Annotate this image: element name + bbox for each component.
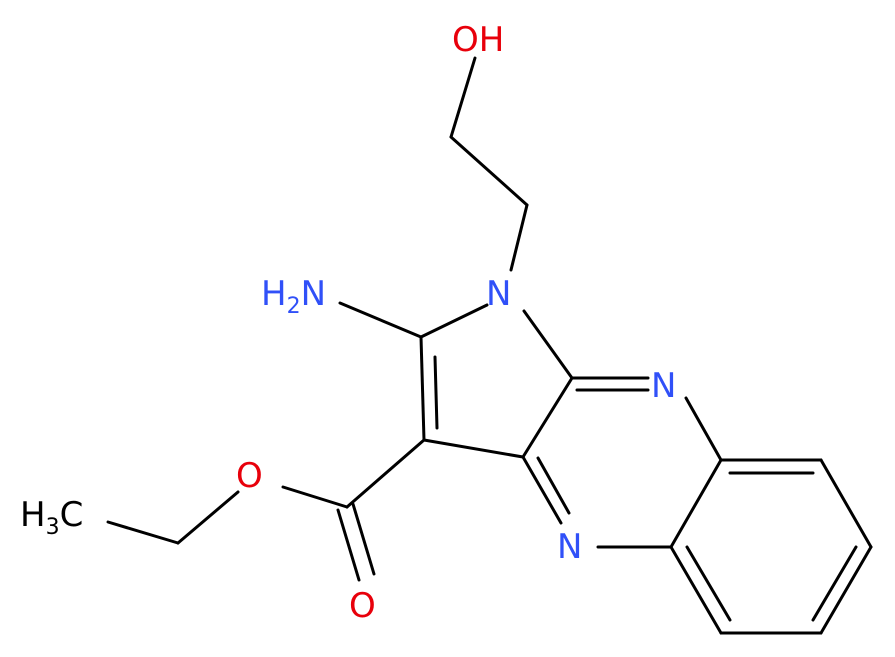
bond <box>811 545 858 622</box>
bond <box>419 303 489 339</box>
bond <box>176 490 240 545</box>
amino-label: H2N <box>261 274 326 319</box>
bond <box>669 458 723 549</box>
amino-n: N <box>301 274 326 314</box>
bond <box>345 438 426 509</box>
methyl-subscript: 3 <box>46 515 60 540</box>
bond <box>449 135 529 207</box>
bond <box>419 335 426 442</box>
bond <box>449 56 477 139</box>
ring-nitrogen-3: N <box>557 527 582 567</box>
carbonyl-oxygen-label: O <box>349 586 376 626</box>
bond <box>685 545 732 622</box>
bonds <box>106 56 873 635</box>
bond <box>536 456 571 515</box>
bond <box>522 309 574 380</box>
ring-nitrogen-2: N <box>651 366 676 406</box>
bond <box>281 485 349 509</box>
methyl-c: C <box>60 495 84 535</box>
bond <box>338 301 423 339</box>
amino-subscript: 2 <box>287 294 301 319</box>
ester-oxygen-label: O <box>236 456 263 496</box>
bond <box>521 455 563 525</box>
hydroxyl-label: OH <box>452 20 504 60</box>
bond <box>336 508 361 582</box>
bond <box>351 502 376 576</box>
atom-labels: OH H2N N N N O O H3C <box>20 20 676 626</box>
bond <box>819 458 873 549</box>
bond <box>509 203 529 272</box>
bond <box>669 545 723 635</box>
bond <box>106 520 180 545</box>
methyl-h: H <box>20 495 46 535</box>
bond <box>684 396 723 462</box>
ring-nitrogen-1: N <box>486 274 511 314</box>
methyl-label: H3C <box>20 495 83 540</box>
bond <box>433 355 439 430</box>
bond <box>819 545 873 635</box>
bond <box>521 376 574 459</box>
bond <box>422 438 525 459</box>
amino-h: H <box>261 274 287 314</box>
